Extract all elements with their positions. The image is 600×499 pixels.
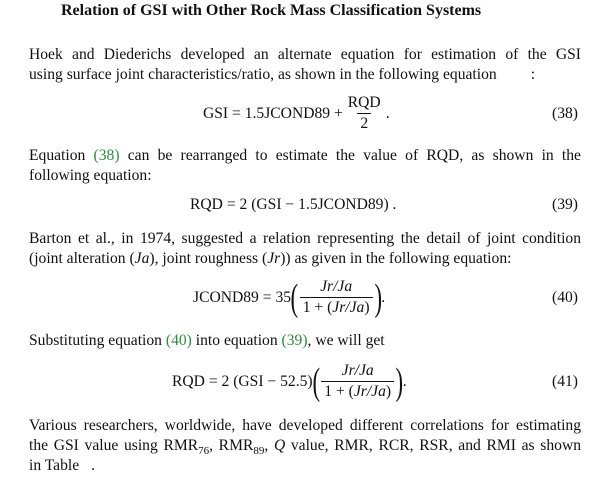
paragraph-text: Equation <box>29 147 86 164</box>
paragraph-text: , we will get <box>307 332 385 349</box>
paragraph-line: Hoek and Diederichs developed an alterna… <box>29 46 581 63</box>
paragraph-text: ), joint roughness ( <box>149 250 268 267</box>
equation-number: (40) <box>552 289 578 306</box>
math-variable: Q <box>273 437 286 454</box>
equation-number: (41) <box>552 373 578 390</box>
left-parenthesis: ( <box>312 360 320 403</box>
subscript: 89 <box>253 445 265 457</box>
paragraph-line: the GSI value using RMR76, RMR89, Q valu… <box>29 436 581 457</box>
denominator-text: ) <box>385 383 392 400</box>
section-heading: Relation of GSI with Other Rock Mass Cla… <box>61 2 482 19</box>
fraction-denominator: 1 + (Jr/Ja) <box>299 297 373 317</box>
fraction: RQD 2 <box>345 94 384 133</box>
paragraph-text: Substituting equation <box>29 332 162 349</box>
paragraph-text: : <box>530 66 536 83</box>
paragraph-text: the GSI value using RMR <box>29 437 199 454</box>
denominator-text: ) <box>364 299 370 316</box>
equation-reference-link[interactable]: (38) <box>93 147 120 164</box>
equation-41: RQD = 2 (GSI − 52.5) ( Jr/Ja 1 + (Jr/Ja)… <box>0 360 600 408</box>
paragraph-text: . <box>91 457 96 474</box>
paragraph-text: using surface joint characteristics/rati… <box>29 66 497 83</box>
denominator-text: 1 + ( <box>324 383 354 400</box>
left-parenthesis: ( <box>290 276 299 319</box>
paragraph-line: (joint alteration (Ja), joint roughness … <box>29 249 581 269</box>
right-parenthesis: ) <box>395 360 404 403</box>
equation-38-body: GSI = 1.5JCOND89 + RQD 2 . <box>203 94 390 133</box>
equation-tail: . <box>402 372 407 390</box>
paragraph-line: in Table. <box>29 456 581 476</box>
math-variable: Ja <box>134 250 150 267</box>
fraction-denominator: 2 <box>357 113 372 133</box>
paragraph-rearranged: Equation (38) can be rearranged to estim… <box>29 146 581 186</box>
equation-tail: . <box>385 104 390 122</box>
paragraph-line: Barton et al., in 1974, suggested a rela… <box>29 230 581 247</box>
fraction: Jr/Ja 1 + (Jr/Ja) <box>321 362 395 401</box>
equation-41-body: RQD = 2 (GSI − 52.5) ( Jr/Ja 1 + (Jr/Ja)… <box>172 362 407 401</box>
paragraph-text: into equation <box>195 332 278 349</box>
right-parenthesis: ) <box>374 276 382 319</box>
equation-reference-link[interactable]: (40) <box>165 332 192 349</box>
paragraph-hoek-diederichs: Hoek and Diederichs developed an alterna… <box>29 45 581 85</box>
equation-lhs: GSI = 1.5JCOND89 + <box>203 104 343 122</box>
paragraph-line: Equation (38) can be rearranged to estim… <box>29 146 581 166</box>
equation-tail: . <box>381 288 386 306</box>
paragraph-text: (joint alteration ( <box>29 250 135 267</box>
fraction-numerator: Jr/Ja <box>341 362 374 379</box>
equation-number: (38) <box>552 105 578 122</box>
paragraph-line: following equation: <box>29 167 152 184</box>
fraction-denominator: 1 + (Jr/Ja) <box>321 381 395 401</box>
paragraph-text: , RMR <box>209 437 254 454</box>
denominator-variable: Jr/Ja <box>353 383 386 400</box>
equation-text: RQD = 2 (GSI − 1.5JCOND89) . <box>190 196 397 213</box>
math-variable: Jr <box>267 250 281 267</box>
fraction-numerator: Jr/Ja <box>320 278 353 295</box>
subscript: 76 <box>198 445 210 457</box>
paragraph-line: Various researchers, worldwide, have dev… <box>29 417 581 434</box>
equation-lhs: RQD = 2 (GSI − 52.5) <box>172 372 313 390</box>
equation-39-body: RQD = 2 (GSI − 1.5JCOND89) . <box>190 196 396 214</box>
paragraph-various-researchers: Various researchers, worldwide, have dev… <box>29 416 581 476</box>
paragraph-text: can be rearranged to estimate the value … <box>127 147 581 164</box>
equation-38: GSI = 1.5JCOND89 + RQD 2 . (38) <box>0 94 600 138</box>
paragraph-text: )) as given in the following equation: <box>280 250 512 267</box>
paragraph-barton: Barton et al., in 1974, suggested a rela… <box>29 229 581 269</box>
equation-39: RQD = 2 (GSI − 1.5JCOND89) . (39) <box>0 194 600 218</box>
paragraph-substituting: Substituting equation (40) into equation… <box>29 331 581 351</box>
equation-lhs: JCOND89 = 35 <box>193 288 292 306</box>
paragraph-text: in Table <box>29 457 80 474</box>
equation-40-body: JCOND89 = 35 ( Jr/Ja 1 + (Jr/Ja) ) . <box>193 278 385 317</box>
equation-40: JCOND89 = 35 ( Jr/Ja 1 + (Jr/Ja) ) . (40… <box>0 276 600 324</box>
fraction: Jr/Ja 1 + (Jr/Ja) <box>299 278 373 317</box>
paragraph-text: value, RMR, RCR, RSR, and RMI as shown <box>285 437 581 454</box>
denominator-text: 1 + ( <box>302 299 333 316</box>
paragraph-line: using surface joint characteristics/rati… <box>29 65 581 85</box>
denominator-variable: Jr/Ja <box>332 299 365 316</box>
equation-reference-link[interactable]: (39) <box>281 332 308 349</box>
paragraph-text: , <box>264 437 274 454</box>
paragraph-line: Substituting equation (40) into equation… <box>29 331 581 351</box>
fraction-numerator: RQD <box>347 94 381 111</box>
equation-number: (39) <box>552 196 578 213</box>
